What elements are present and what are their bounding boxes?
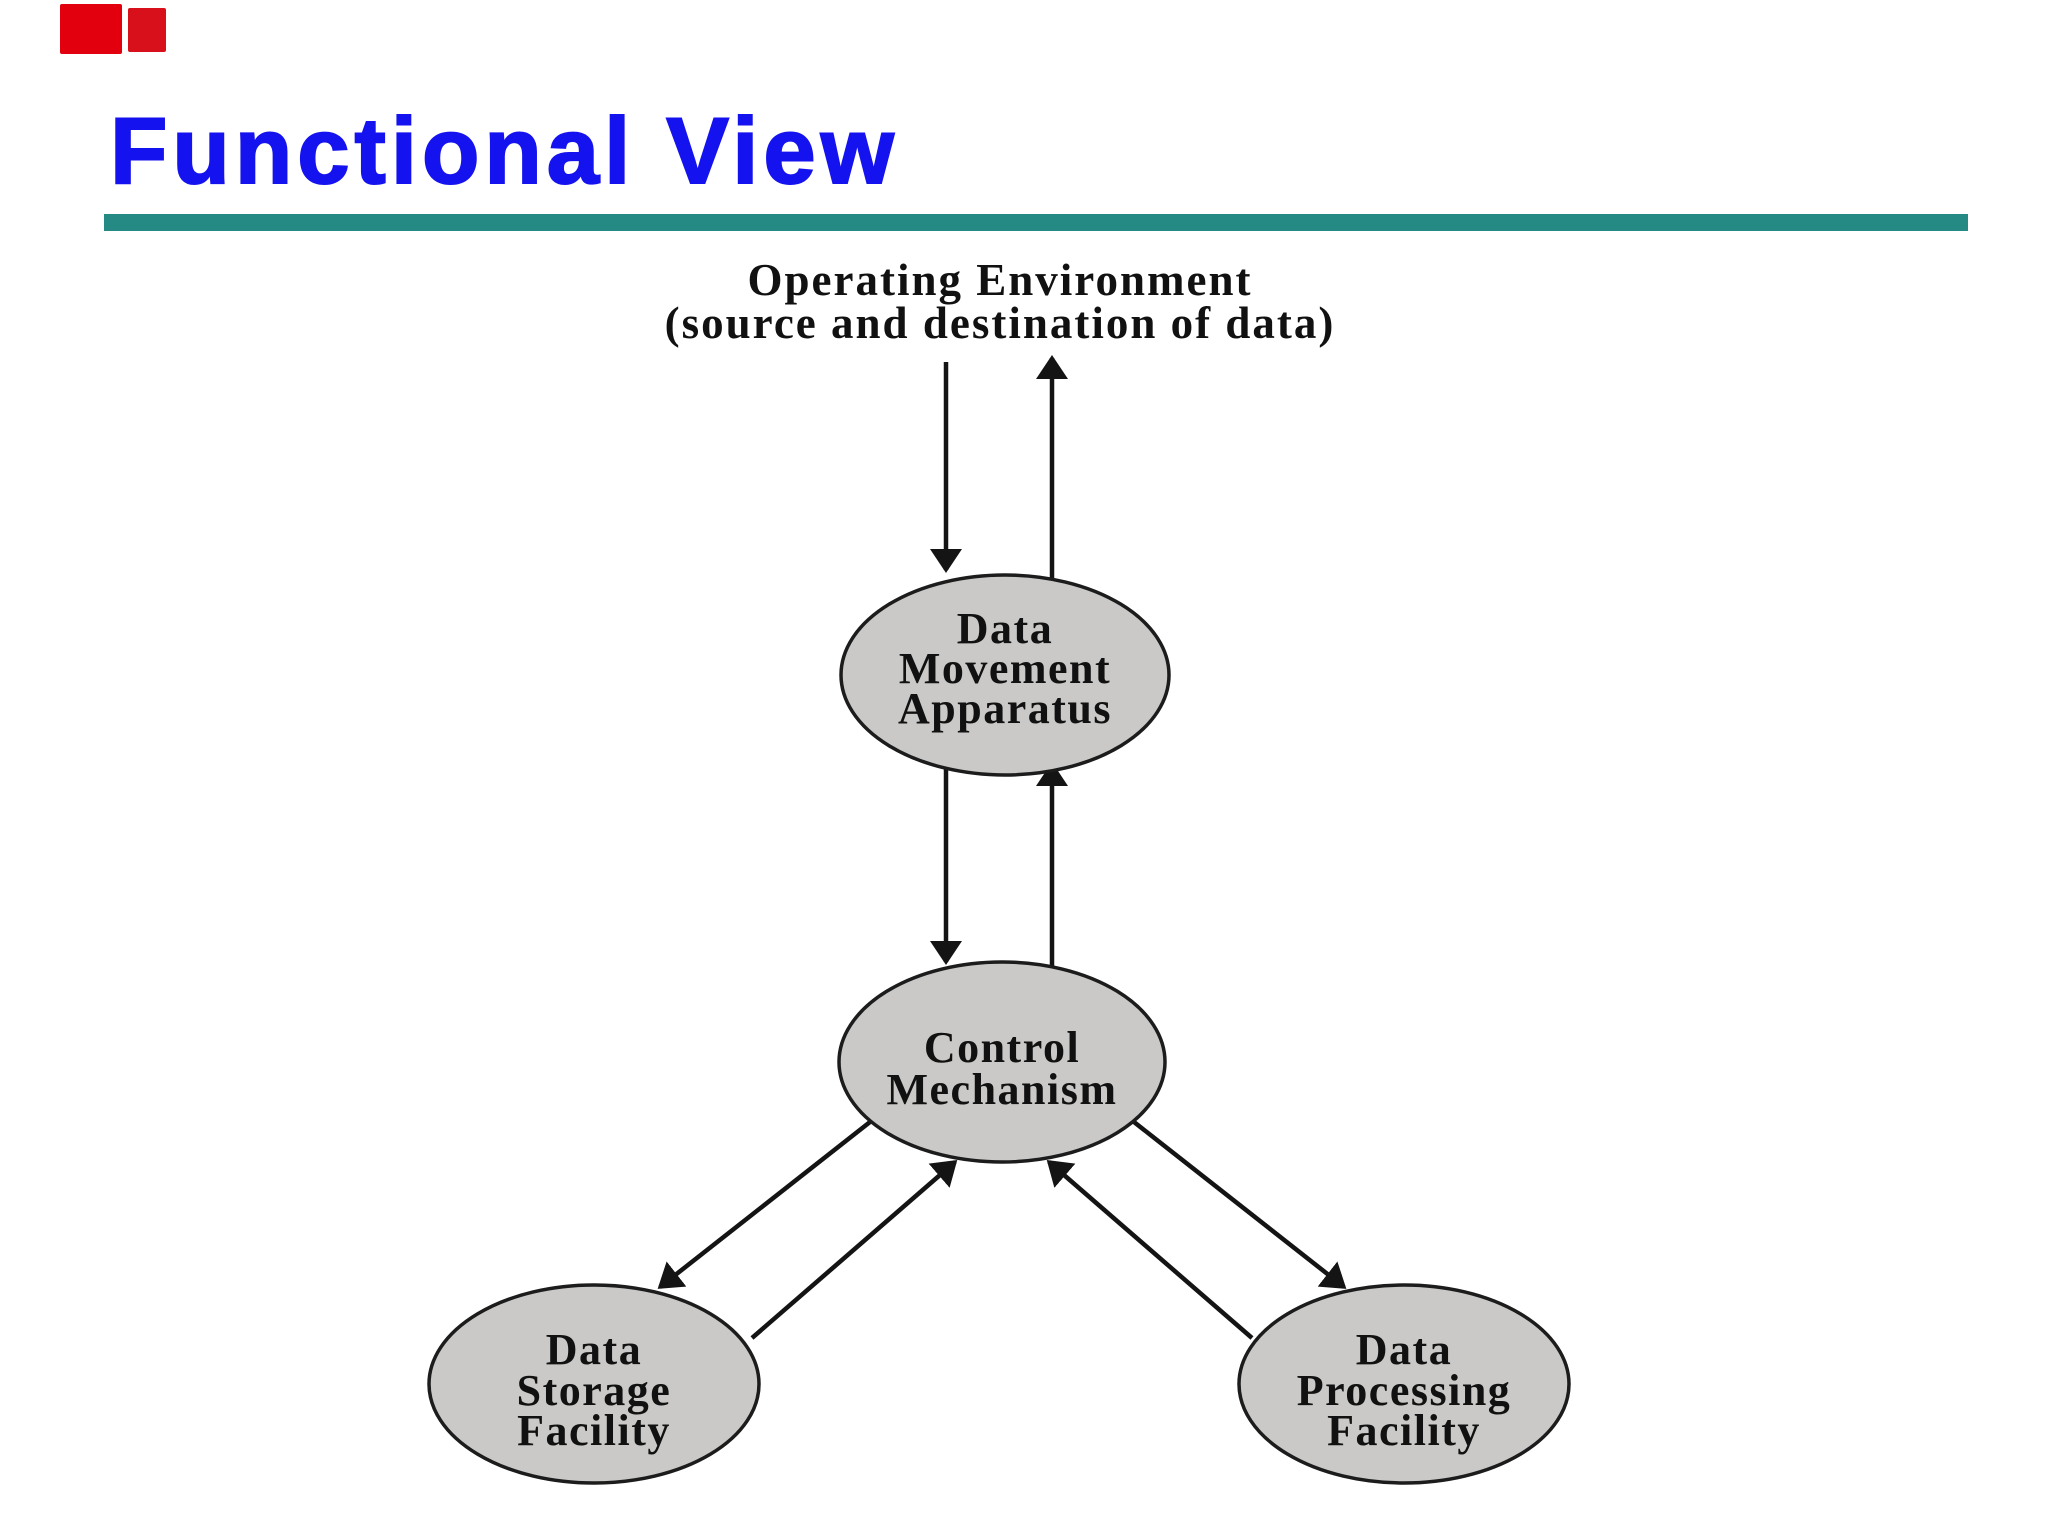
node-data-storage-line2: Storage — [517, 1366, 672, 1415]
arrow-control-to-data-processing — [1132, 1120, 1347, 1289]
stray-red-mark-2 — [128, 8, 166, 52]
environment-label-line1: Operating Environment — [748, 255, 1253, 305]
node-data-movement-apparatus: Data Movement Apparatus — [839, 573, 1171, 777]
node-control-mechanism: Control Mechanism — [837, 960, 1167, 1164]
node-data-movement-ellipse — [839, 573, 1171, 777]
node-data-storage-line1: Data — [546, 1325, 642, 1374]
node-data-storage-facility: Data Storage Facility — [427, 1283, 761, 1485]
node-control-line1: Control — [924, 1023, 1080, 1072]
node-data-processing-facility: Data Processing Facility — [1237, 1283, 1571, 1485]
node-data-storage-ellipse — [427, 1283, 761, 1485]
node-data-processing-line1: Data — [1356, 1325, 1452, 1374]
node-data-movement-line2: Movement — [899, 644, 1111, 693]
node-data-processing-line3: Facility — [1327, 1406, 1481, 1455]
node-data-movement-line3: Apparatus — [898, 684, 1112, 733]
node-data-movement-line1: Data — [957, 604, 1053, 653]
arrow-data-storage-to-control — [750, 1160, 958, 1340]
node-control-line2: Mechanism — [886, 1065, 1117, 1114]
environment-label-line2: (source and destination of data) — [665, 298, 1336, 348]
slide-title: Functional View — [109, 98, 899, 203]
node-control-ellipse — [837, 960, 1167, 1164]
node-data-processing-ellipse — [1237, 1283, 1571, 1485]
stray-red-mark-1 — [60, 4, 122, 54]
node-data-processing-line2: Processing — [1297, 1366, 1512, 1415]
node-data-storage-line3: Facility — [517, 1406, 671, 1455]
arrow-data-processing-to-control — [1046, 1160, 1254, 1340]
arrow-control-to-data-storage — [657, 1120, 872, 1289]
title-divider-rule — [104, 214, 1968, 231]
